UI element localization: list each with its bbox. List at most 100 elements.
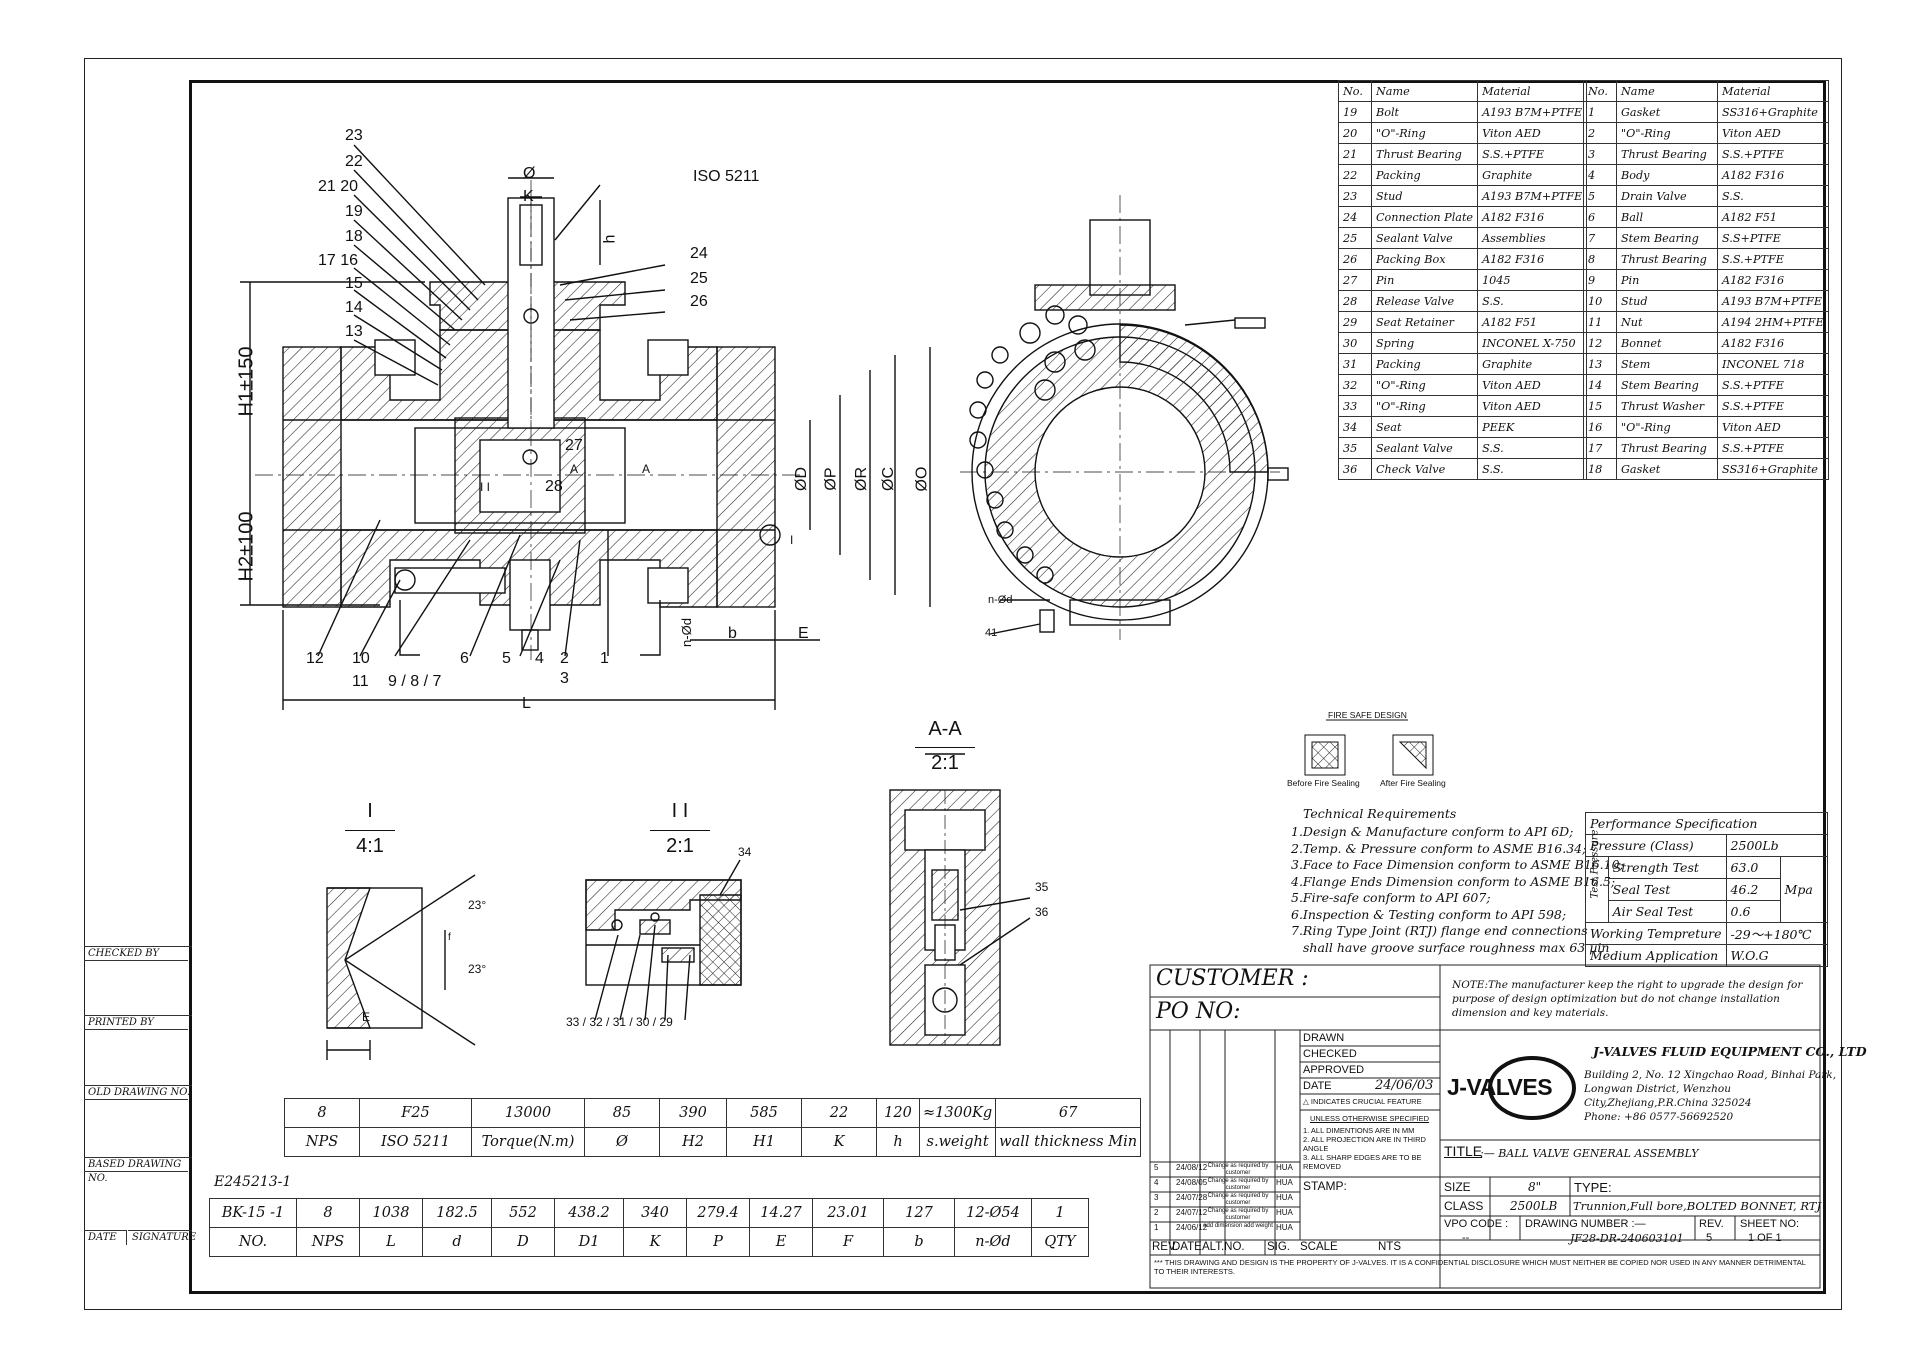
revision-header: SCALE xyxy=(1300,1241,1338,1253)
front-section-view xyxy=(240,144,931,710)
label-based-drawing-no: BASED DRAWING NO. xyxy=(84,1157,192,1184)
revision-cell: 24/08/12 xyxy=(1176,1163,1208,1172)
dim-or: ØR xyxy=(853,467,870,491)
company-name: J-VALVES FLUID EQUIPMENT CO., LTD xyxy=(1593,1044,1867,1059)
dim-oo: ØO xyxy=(913,466,931,492)
perf-pressure-value: 2500Lb xyxy=(1725,834,1828,857)
dim-h1: H1±150 xyxy=(235,346,258,417)
detail-i-e: E xyxy=(362,1010,371,1024)
detail-ii-marker: I I xyxy=(480,480,491,494)
revision-cell: 24/08/05 xyxy=(1176,1178,1208,1187)
vpo-value: -- xyxy=(1462,1232,1470,1244)
dim-cell: h xyxy=(876,1127,920,1157)
revision-cell: HUA xyxy=(1276,1208,1293,1217)
reference-number: E245213-1 xyxy=(214,1174,292,1190)
label-checked-by: CHECKED BY xyxy=(84,946,192,961)
detail-i-angle-1: 23° xyxy=(468,898,487,912)
balloon-25: 25 xyxy=(690,270,708,287)
balloon-35: 35 xyxy=(1035,880,1049,894)
perf-title: Performance Specification xyxy=(1585,812,1828,835)
drawing-date: 24/06/03 xyxy=(1375,1078,1434,1093)
dim-cell: D xyxy=(491,1227,555,1257)
label-approved: APPROVED xyxy=(1303,1064,1365,1076)
bom-left-header: No. Name Material xyxy=(1338,80,1588,102)
dim-cell: H2 xyxy=(659,1127,727,1157)
design-note: NOTE:The manufacturer keep the right to … xyxy=(1452,979,1803,1019)
detail-i-marker: I xyxy=(790,533,794,547)
dim-cell: BK-15 -1 xyxy=(209,1198,297,1228)
unless-specified: UNLESS OTHERWISE SPECIFIED xyxy=(1310,1114,1430,1123)
vpo-label: VPO CODE : xyxy=(1444,1218,1509,1230)
dim-od: ØD xyxy=(793,467,810,491)
perf-strength-value: 63.0 xyxy=(1725,856,1781,879)
rev-label: REV. xyxy=(1699,1218,1724,1230)
dim-cell: F25 xyxy=(359,1098,472,1128)
detail-ii-view xyxy=(585,859,742,1021)
balloon-5: 5 xyxy=(502,650,511,667)
balloon-4: 4 xyxy=(535,650,544,667)
revision-cell: HUA xyxy=(1276,1178,1293,1187)
dim-cell: 8 xyxy=(284,1098,360,1128)
balloon-19: 19 xyxy=(345,203,363,220)
dim-cell: 120 xyxy=(876,1098,920,1128)
drawing-number-label: DRAWING NUMBER :— xyxy=(1525,1218,1646,1230)
balloon-10: 10 xyxy=(352,650,370,667)
dim-cell: 23.01 xyxy=(812,1198,884,1228)
size-label: SIZE xyxy=(1444,1180,1471,1194)
perf-seal-value: 46.2 xyxy=(1725,878,1781,901)
label-signature: SIGNATURE xyxy=(128,1230,196,1245)
dim-cell: NO. xyxy=(209,1227,297,1257)
detail-ii-title: I I xyxy=(671,800,689,822)
customer-label: CUSTOMER : xyxy=(1156,966,1309,991)
balloon-23: 23 xyxy=(345,127,363,144)
label-printed-by: PRINTED BY xyxy=(84,1015,192,1030)
po-label: PO NO: xyxy=(1156,999,1241,1024)
label-date: DATE xyxy=(84,1230,127,1245)
company-address: Building 2, No. 12 Xingchao Road, Binhai… xyxy=(1584,1069,1837,1123)
dim-cell: 390 xyxy=(659,1098,727,1128)
balloon-27: 27 xyxy=(565,437,583,454)
dim-cell: 438.2 xyxy=(554,1198,624,1228)
logo-text: J-VALVES xyxy=(1447,1074,1553,1100)
tech-req-line: shall have groove surface roughness max … xyxy=(1303,939,1610,955)
dim-cell: 182.5 xyxy=(422,1198,492,1228)
dim-cell: NPS xyxy=(284,1127,360,1157)
revision-cell: add dimension add weight xyxy=(1203,1223,1273,1229)
perf-medium-label: Medium Application xyxy=(1585,944,1727,967)
rev-value: 5 xyxy=(1706,1232,1713,1244)
label-checked: CHECKED xyxy=(1303,1048,1357,1060)
perf-pressure-label: Pressure (Class) xyxy=(1585,834,1727,857)
section-a-right: A xyxy=(642,462,651,476)
balloon-9-8-7: 9 / 8 / 7 xyxy=(388,673,442,690)
dim-phi: Ø xyxy=(523,165,536,182)
balloon-13: 13 xyxy=(345,323,363,340)
sheet-label: SHEET NO: xyxy=(1740,1218,1800,1230)
dim-cell: QTY xyxy=(1031,1227,1089,1257)
dim-cell: Ø xyxy=(584,1127,660,1157)
confidentiality-footer: *** THIS DRAWING AND DESIGN IS THE PROPE… xyxy=(1154,1258,1806,1276)
tech-req-line: 6.Inspection & Testing conform to API 59… xyxy=(1291,906,1567,922)
balloon-6: 6 xyxy=(460,650,469,667)
technical-requirements-title: Technical Requirements xyxy=(1303,806,1457,821)
dim-cell: L xyxy=(359,1227,423,1257)
size-value: 8" xyxy=(1528,1180,1542,1194)
revision-cell: Change as required by customer xyxy=(1207,1178,1269,1191)
